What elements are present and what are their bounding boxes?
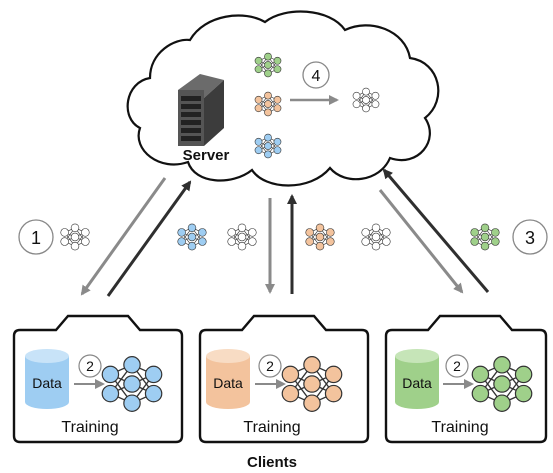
network-icons-layer: [60, 52, 533, 412]
training-label: Training: [243, 419, 300, 436]
neural-network-icon: [101, 356, 163, 412]
step-3-badge: 3: [512, 219, 548, 255]
neural-network-icon: [281, 356, 343, 412]
database-cylinder-icon: [395, 349, 439, 409]
server-label: Server: [183, 147, 230, 164]
neural-network-icon: [227, 223, 257, 251]
server-rack-icon: [178, 74, 224, 146]
step-1-badge: 1: [18, 219, 54, 255]
neural-network-icon: [305, 223, 335, 251]
svg-text:2: 2: [266, 358, 274, 374]
step-4-badge: 4: [302, 61, 330, 89]
neural-network-icon: [361, 223, 391, 251]
neural-network-icon: [60, 223, 90, 251]
step-2-badge: 2: [445, 354, 469, 378]
training-label: Training: [61, 419, 118, 436]
upload-arrow-right: [382, 168, 490, 293]
step-2-badge: 2: [78, 354, 102, 378]
neural-network-icon: [470, 223, 500, 251]
neural-network-icon: [471, 356, 533, 412]
data-label: Data: [402, 375, 432, 391]
client-left: Data 2 Training: [12, 314, 184, 444]
database-cylinder-icon: [25, 349, 69, 409]
database-cylinder-icon: [206, 349, 250, 409]
download-arrow-right: [378, 189, 464, 294]
svg-text:1: 1: [31, 228, 41, 248]
svg-text:3: 3: [525, 228, 535, 248]
data-label: Data: [213, 375, 243, 391]
neural-network-icon: [254, 52, 282, 78]
neural-network-icon: [177, 223, 207, 251]
download-arrow-left: [80, 177, 167, 296]
cloud-icon: [126, 10, 440, 187]
training-label: Training: [431, 419, 488, 436]
svg-text:4: 4: [312, 68, 321, 85]
data-label: Data: [32, 375, 62, 391]
svg-text:2: 2: [453, 358, 461, 374]
step-2-badge: 2: [258, 354, 282, 378]
neural-network-icon: [352, 87, 380, 113]
upload-arrow-left: [106, 180, 192, 297]
neural-network-icon: [254, 91, 282, 117]
clients-label: Clients: [247, 454, 297, 471]
svg-text:2: 2: [86, 358, 94, 374]
neural-network-icon: [254, 133, 282, 159]
